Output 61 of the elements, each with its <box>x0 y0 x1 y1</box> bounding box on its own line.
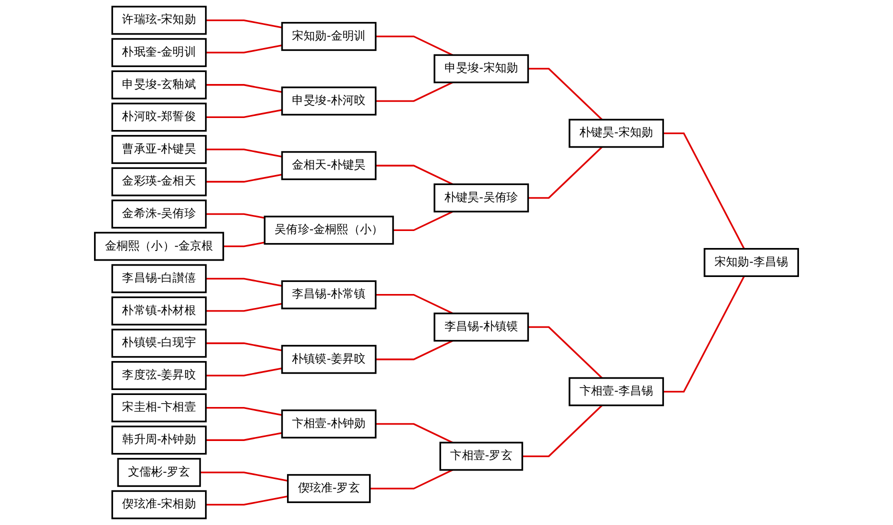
node-box: 申旻埈-宋知勋 <box>434 54 529 84</box>
connector <box>370 469 454 490</box>
node-box: 韩升周-朴钟勋 <box>111 426 207 455</box>
node-box: 曹承亚-朴键昊 <box>111 134 207 164</box>
connector <box>206 44 282 54</box>
connector <box>206 302 282 312</box>
node-box: 金希洙-吴侑珍 <box>111 200 207 229</box>
node-box: 李昌锡-朴常镇 <box>281 280 376 310</box>
node-box: 卞相壹-朴钟勋 <box>281 409 376 438</box>
connector <box>206 278 282 287</box>
node-box: 金彩瑛-金相天 <box>111 167 207 196</box>
connector <box>528 146 603 199</box>
node-box: 朴河旼-郑誓俊 <box>111 102 207 132</box>
connector <box>663 132 745 250</box>
node-box: 朴镇镆-姜昇旼 <box>281 344 376 374</box>
node-box: 申旻埈-朴河旼 <box>281 86 376 116</box>
node-box: 偰玹准-罗玄 <box>287 474 371 504</box>
connector <box>528 68 603 120</box>
node-box: 许瑞玹-宋知勋 <box>111 6 207 35</box>
node-box: 李昌锡-朴镇镆 <box>434 312 529 342</box>
connector <box>206 174 282 183</box>
connector <box>206 148 282 158</box>
connector <box>206 496 288 506</box>
connector <box>206 84 282 93</box>
node-box: 朴常镇-朴材根 <box>111 296 207 326</box>
connector <box>376 82 454 102</box>
connector <box>206 19 282 28</box>
node-box: 金桐熙（小）-金京根 <box>94 232 224 261</box>
node-box: 金相天-朴键昊 <box>281 151 376 180</box>
node-box: 朴珉奎-金明训 <box>111 38 207 68</box>
connector <box>223 242 265 248</box>
connector <box>206 109 282 118</box>
node-box: 吴侑珍-金桐熙（小） <box>264 216 394 245</box>
connector <box>528 326 603 379</box>
connector <box>376 164 454 185</box>
connector <box>206 342 282 352</box>
node-box: 卞相壹-罗玄 <box>439 442 524 471</box>
node-box: 朴键昊-吴侑珍 <box>434 183 529 212</box>
connector <box>376 423 454 444</box>
node-box: 宋知勋-李昌锡 <box>704 248 799 277</box>
connector <box>206 367 282 376</box>
node-box: 偰玹准-宋相勋 <box>111 490 207 520</box>
connector <box>393 210 454 232</box>
node-box: 申旻埈-玄釉斌 <box>111 70 207 100</box>
connector <box>663 276 745 392</box>
node-box: 宋知勋-金明训 <box>281 22 376 51</box>
node-box: 李度弦-姜昇旼 <box>111 361 207 390</box>
node-box: 文儒彬-罗玄 <box>117 458 201 487</box>
node-box: 李昌锡-白讃僖 <box>111 264 207 294</box>
connector <box>522 404 603 458</box>
connector <box>206 213 265 219</box>
node-box: 宋圭相-卞相壹 <box>111 393 207 422</box>
connector <box>206 432 282 441</box>
connector <box>200 472 288 482</box>
node-box: 朴镇镆-白现宇 <box>111 328 207 358</box>
connector <box>376 340 454 360</box>
node-box: 卞相壹-李昌锡 <box>568 377 664 406</box>
connector <box>206 407 282 416</box>
connector <box>376 294 454 314</box>
connector <box>376 36 454 56</box>
node-box: 朴键昊-宋知勋 <box>568 118 664 148</box>
